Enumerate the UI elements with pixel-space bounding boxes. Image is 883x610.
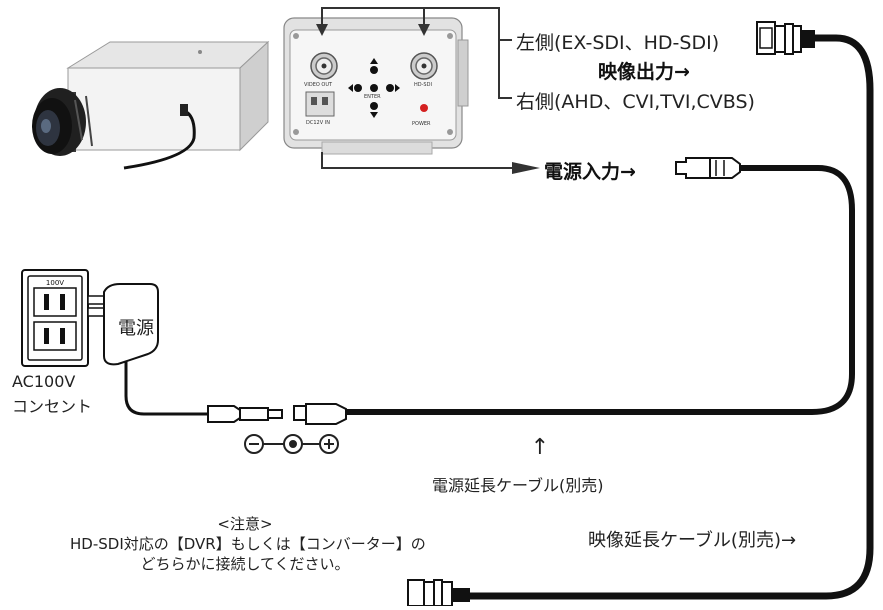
top-bnc-connector [756, 21, 815, 55]
cable-up-arrow: ↑ [531, 435, 549, 460]
caution-line-2: どちらかに接続してください。 [140, 555, 350, 573]
camera-illustration [32, 40, 270, 170]
top-dc-plug [675, 157, 741, 179]
left-output-label: 左側(EX-SDI、HD-SDI) [516, 32, 720, 54]
video-extension-cable-label: 映像延長ケーブル(別売)→ [588, 530, 797, 551]
polarity-symbol [244, 434, 339, 454]
adapter-lead [124, 358, 210, 416]
video-output-label: 映像出力→ [598, 61, 690, 83]
panel-dc12v-text: DC12V IN [306, 120, 330, 126]
right-output-label: 右側(AHD、CVI,TVI,CVBS) [516, 91, 755, 113]
power-extension-cable [343, 165, 855, 415]
bottom-bnc-connector [407, 579, 470, 607]
panel-enter-text: ENTER [364, 94, 381, 100]
video-extension-cable [466, 34, 874, 600]
adapter-label: 電源 [118, 318, 154, 339]
camera-back-panel: VIDEO OUT ENTER HD-SDI POWER DC12V IN [283, 17, 469, 155]
outlet-name-label: コンセント [12, 397, 93, 416]
cables [124, 34, 874, 600]
power-led [420, 104, 428, 112]
power-input-label: 電源入力→ [544, 161, 636, 183]
outlet-voltage-label: AC100V [12, 372, 76, 391]
wall-outlet: 100V [21, 269, 89, 367]
power-extension-cable-label: 電源延長ケーブル(別売) [432, 476, 604, 495]
dc-jack-female [293, 403, 347, 425]
caution-title: <注意> [217, 515, 273, 533]
outlet-plate-text: 100V [46, 279, 64, 287]
caution-line-1: HD-SDI対応の【DVR】もしくは【コンバーター】の [70, 535, 426, 553]
panel-power-text: POWER [412, 121, 431, 127]
dc-plug-male [207, 405, 283, 423]
port-bracket-lines [321, 7, 512, 169]
panel-hd-sdi-text: HD-SDI [414, 82, 432, 88]
power-input-arrowhead [512, 162, 540, 174]
panel-video-out-text: VIDEO OUT [304, 82, 333, 88]
caution-note: <注意> HD-SDI対応の【DVR】もしくは【コンバーター】の どちらかに接続… [70, 514, 426, 574]
power-adapter [87, 283, 159, 366]
bracket-arrowheads [316, 24, 540, 174]
